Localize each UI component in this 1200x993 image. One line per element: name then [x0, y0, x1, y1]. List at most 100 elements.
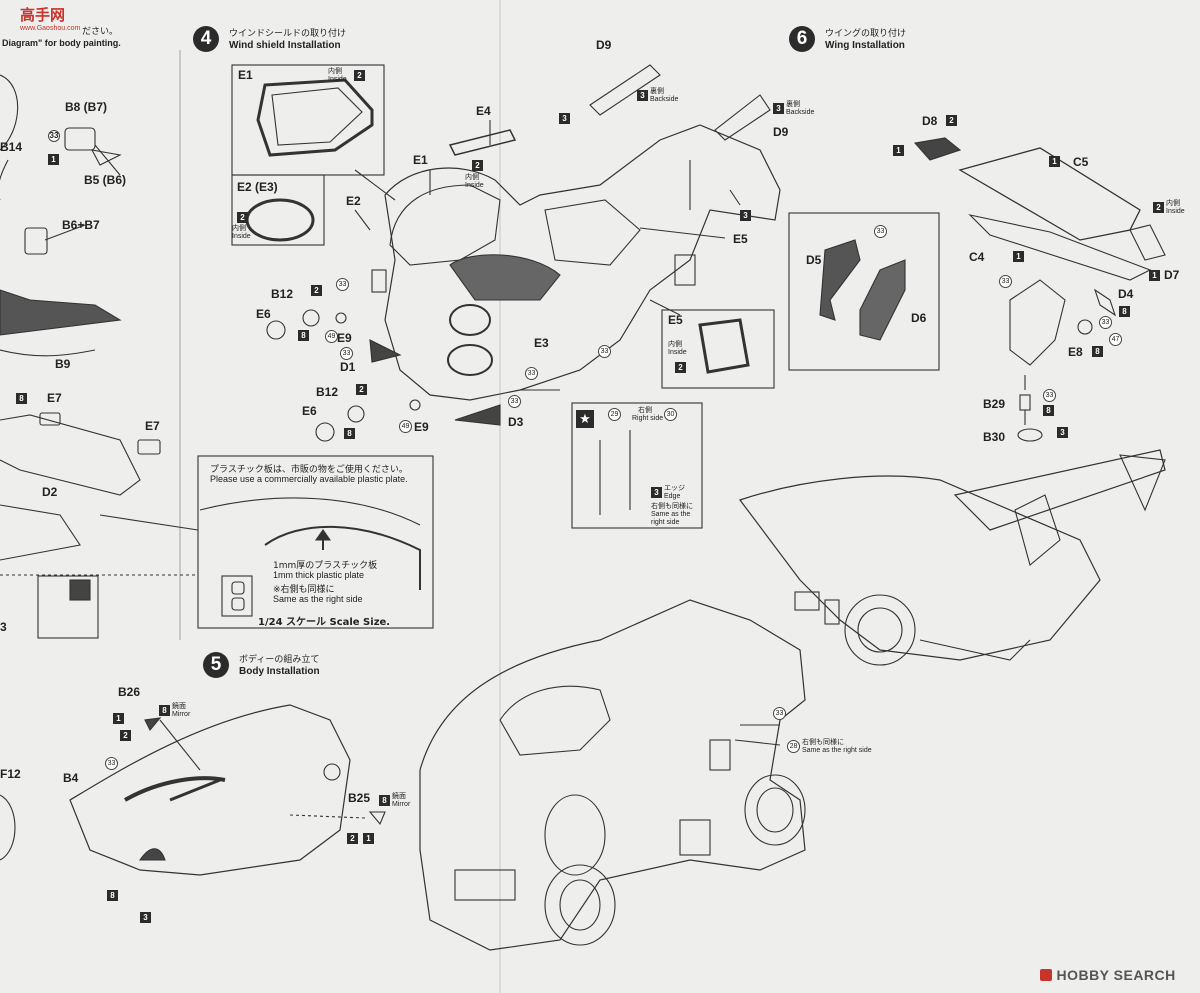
step5-same-jp: 右側も同様に: [802, 739, 844, 746]
step-6-title-jp: ウイングの取り付け: [825, 29, 907, 39]
edge-en: Edge: [664, 493, 681, 500]
code-2-e1: 2: [354, 70, 365, 81]
label-b12-a: B12: [271, 287, 294, 301]
note-line2: Diagram" for body painting.: [2, 38, 121, 48]
code-1-b26: 1: [113, 713, 124, 724]
label-e5: E5: [733, 232, 748, 246]
plastic-box-frame: [197, 455, 434, 629]
step-5-badge: 5: [203, 652, 229, 678]
label-b26: B26: [118, 685, 141, 699]
star-right-side-jp: 右側: [638, 407, 652, 414]
label-d4: D4: [1118, 287, 1134, 301]
code-3-b30: 3: [1057, 427, 1068, 438]
code-47: 47: [1109, 333, 1122, 346]
b26-mirror-en: Mirror: [172, 711, 191, 718]
star-same-jp: 右側も同様に: [651, 503, 693, 510]
star-same-en2: right side: [651, 519, 680, 526]
code-33-d3: 33: [508, 395, 521, 408]
code-8-b9: 8: [16, 393, 27, 404]
e1b-inside-jp: 内側: [465, 174, 479, 181]
code-8-b26: 8: [159, 705, 170, 716]
step6-car-body: [739, 475, 1101, 661]
code-33-b4: 33: [105, 757, 118, 770]
watermark-top-sub: www.Gaoshou.com: [20, 25, 81, 32]
label-b29: B29: [983, 397, 1006, 411]
code-2-d8: 2: [946, 115, 957, 126]
code-3-body-a: 3: [559, 113, 570, 124]
code-33-b12: 33: [336, 278, 349, 291]
d5-part: [819, 239, 861, 321]
code-8-b12b: 8: [344, 428, 355, 439]
code-2-e5: 2: [675, 362, 686, 373]
star-icon: ★: [576, 410, 594, 428]
code-3-body-b: 3: [740, 210, 751, 221]
code-8-e8: 8: [1092, 346, 1103, 357]
b26-mirror-jp: 鏡面: [172, 703, 186, 710]
b6-part: [24, 227, 48, 255]
code-2-b26: 2: [120, 730, 131, 741]
code-49-a: 49: [325, 330, 338, 343]
code-33-e5: 33: [598, 345, 611, 358]
label-e1: E1: [413, 153, 428, 167]
e5-inside-jp: 内側: [668, 341, 682, 348]
plastic-thick-jp: 1mm厚のプラスチック板: [273, 561, 378, 571]
e5-inside-en: Inside: [668, 349, 687, 356]
b25-mirror-jp: 鏡面: [392, 793, 406, 800]
label-c4: C4: [969, 250, 985, 264]
plastic-same-jp: ※右側も同様に: [273, 585, 335, 595]
label-d1: D1: [340, 360, 356, 374]
label-d2: D2: [42, 485, 58, 499]
e2-inside-jp: 内側: [232, 225, 246, 232]
label-d9-right: D9: [773, 125, 789, 139]
step5-same-en: Same as the right side: [802, 747, 872, 754]
code-2-e1b: 2: [472, 160, 483, 171]
label-e6-a: E6: [256, 307, 271, 321]
label-e9-b: E9: [414, 420, 429, 434]
d9a-back-en: Backside: [650, 96, 679, 103]
hobby-search-icon: [1040, 968, 1052, 981]
label-e5-box: E5: [668, 313, 683, 327]
label-b14: B14: [0, 140, 23, 154]
plastic-scale: 1/24 スケール Scale Size.: [258, 617, 391, 628]
step-5-title-jp: ボディーの組み立て: [239, 655, 320, 665]
e5-window: [698, 318, 750, 374]
label-e8: E8: [1068, 345, 1083, 359]
code-33-d4: 33: [1099, 316, 1112, 329]
code-3-d9b: 3: [773, 103, 784, 114]
label-d3: D3: [508, 415, 524, 429]
step-4-title-jp: ウインドシールドの取り付け: [229, 29, 347, 39]
code-33-e3: 33: [525, 367, 538, 380]
label-e7-a: E7: [47, 391, 62, 405]
label-e6-b: E6: [302, 404, 317, 418]
code-1-b8: 1: [48, 154, 59, 165]
hobby-search-logo: HOBBY SEARCH: [1040, 966, 1176, 984]
e2-inside-en: Inside: [232, 233, 251, 240]
code-8-b25: 8: [379, 795, 390, 806]
code-33-step5: 33: [773, 707, 786, 720]
code-33-c4: 33: [999, 275, 1012, 288]
b9-floor: [0, 289, 122, 336]
plastic-en: Please use a commercially available plas…: [210, 474, 408, 484]
d9b-back-en: Backside: [786, 109, 815, 116]
label-e4: E4: [476, 104, 491, 118]
left-detail-box: [37, 575, 99, 639]
label-b12-b: B12: [316, 385, 339, 399]
label-e9-a: E9: [337, 331, 352, 345]
code-1-d7: 1: [1149, 270, 1160, 281]
code-2-b12b: 2: [356, 384, 367, 395]
c5-wing: [958, 147, 1141, 241]
plastic-thick-en: 1mm thick plastic plate: [273, 570, 365, 580]
label-b8b7: B8 (B7): [65, 100, 108, 114]
label-d8: D8: [922, 114, 938, 128]
code-1-c4: 1: [1013, 251, 1024, 262]
d7-part: [1129, 224, 1166, 261]
label-b25: B25: [348, 791, 371, 805]
edge-jp: エッジ: [664, 485, 685, 492]
label-e1-box: E1: [238, 68, 253, 82]
label-e2: E2: [346, 194, 361, 208]
d5-d6-box: [788, 212, 940, 371]
label-d7: D7: [1164, 268, 1180, 282]
code-8-b29: 8: [1043, 405, 1054, 416]
